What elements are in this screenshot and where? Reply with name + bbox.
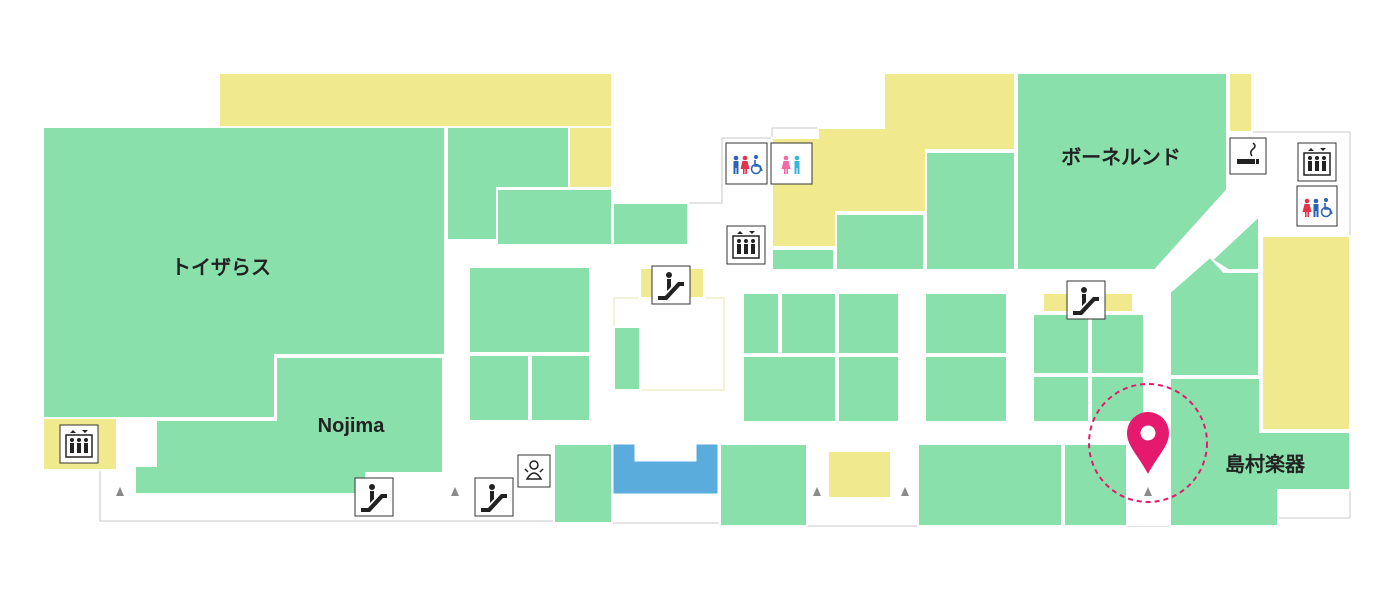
store-shimamura[interactable] (1169, 377, 1351, 527)
store-bornelund[interactable] (1016, 72, 1228, 271)
store-nojima[interactable] (134, 356, 444, 495)
store-label-bornelund: ボーネルンド (1061, 146, 1181, 169)
escalator-icon[interactable] (1066, 280, 1106, 320)
store-unit[interactable] (530, 354, 591, 422)
store-unit[interactable] (613, 326, 641, 391)
escalator-icon[interactable] (474, 477, 514, 517)
store-unit[interactable] (1063, 443, 1128, 527)
store-label-toysrus: トイザらス (171, 256, 271, 279)
store-unit[interactable] (1090, 313, 1145, 375)
store-label-shimamura: 島村楽器 (1225, 452, 1306, 476)
smoking-area-icon[interactable] (1229, 137, 1267, 175)
location-pin-icon[interactable] (1088, 383, 1208, 503)
store-unit[interactable] (1032, 313, 1090, 375)
store-unit[interactable] (742, 292, 780, 355)
store-unit[interactable] (496, 188, 613, 246)
store-unit[interactable] (771, 248, 835, 271)
store-unit[interactable] (719, 443, 808, 527)
store-unit[interactable] (1032, 375, 1090, 423)
store-label-nojima: Nojima (318, 415, 386, 437)
store-unit[interactable] (835, 213, 925, 271)
service-area (1261, 235, 1351, 431)
store-unit[interactable] (612, 202, 689, 246)
elevator-icon[interactable] (1297, 142, 1337, 182)
store-unit[interactable] (837, 292, 900, 355)
store-unit[interactable] (1210, 213, 1260, 271)
kids-restroom-icon[interactable] (770, 142, 813, 185)
store-unit[interactable] (917, 443, 1063, 527)
baby-room-icon[interactable] (517, 454, 551, 488)
service-area (568, 126, 613, 189)
store-unit[interactable] (925, 151, 1016, 271)
store-unit[interactable] (742, 355, 837, 423)
escalator-icon[interactable] (651, 265, 691, 305)
service-area (218, 72, 613, 128)
store-unit[interactable] (1169, 255, 1260, 377)
restroom-accessible-icon[interactable] (1296, 185, 1338, 227)
store-unit[interactable] (924, 355, 1008, 423)
elevator-icon[interactable] (726, 225, 766, 265)
restroom-accessible-icon[interactable] (725, 142, 768, 185)
store-unit[interactable] (924, 292, 1008, 355)
store-unit[interactable] (1090, 375, 1145, 423)
service-area (1228, 72, 1253, 133)
elevator-icon[interactable] (59, 424, 99, 464)
store-unit[interactable] (553, 443, 613, 524)
store-unit[interactable] (468, 354, 530, 422)
store-unit[interactable] (468, 266, 591, 354)
store-unit[interactable] (837, 355, 900, 423)
service-area (827, 450, 892, 499)
store-unit[interactable] (780, 292, 837, 355)
fountain (612, 443, 719, 495)
direction-arrow (116, 487, 1152, 496)
escalator-icon[interactable] (354, 477, 394, 517)
